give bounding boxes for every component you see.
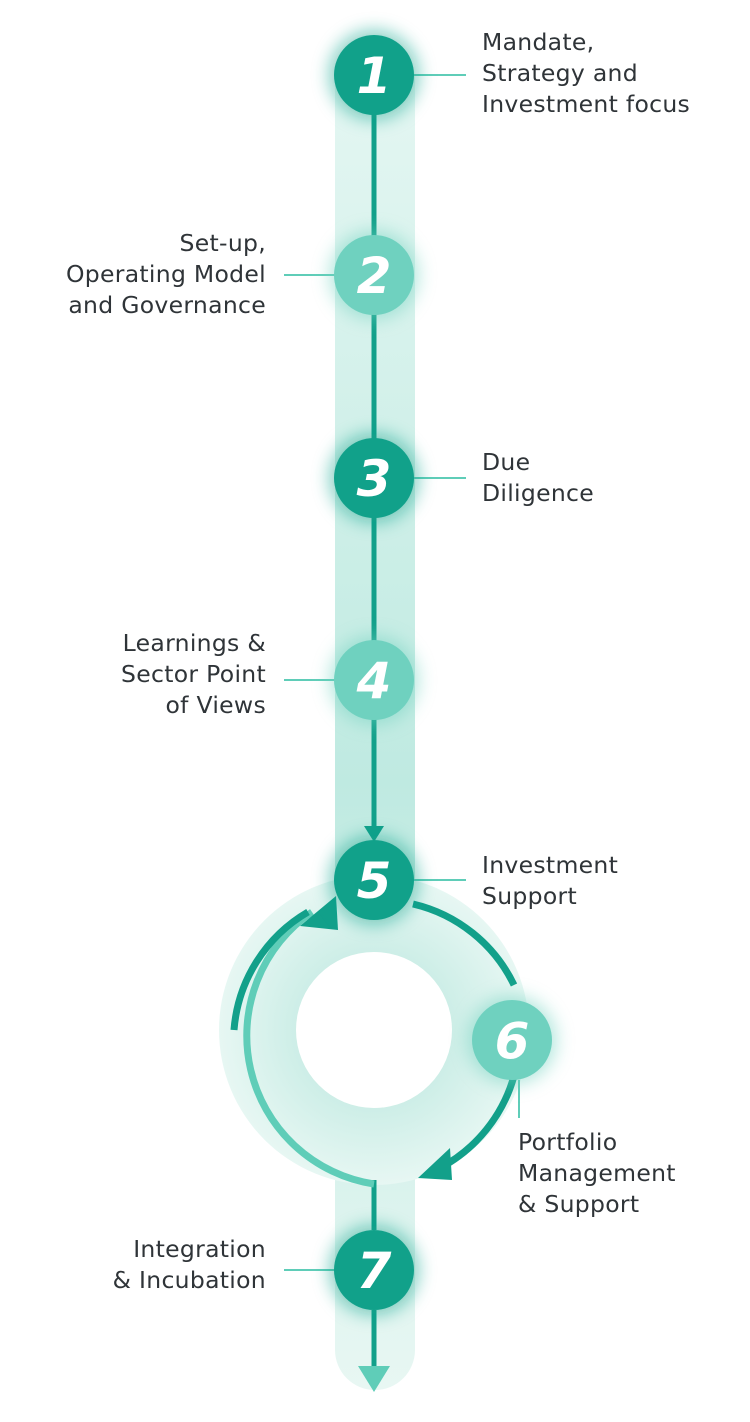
step-1-node: 1 bbox=[330, 31, 418, 119]
step-1-label-line: Investment focus bbox=[482, 90, 690, 118]
step-4-label: Learnings & Sector Point of Views bbox=[121, 629, 266, 719]
step-3-label-line: Due bbox=[482, 448, 530, 476]
connectors bbox=[284, 74, 520, 1271]
step-6-node: 6 bbox=[468, 996, 556, 1084]
step-2-node: 2 bbox=[330, 231, 418, 319]
step-6-label-line: Management bbox=[518, 1159, 676, 1187]
step-5-label-line: Support bbox=[482, 882, 577, 910]
step-1-label-line: Strategy and bbox=[482, 59, 638, 87]
step-2-number: 2 bbox=[357, 247, 392, 305]
step-5-number: 5 bbox=[357, 852, 392, 910]
step-4-circle bbox=[334, 640, 414, 720]
step-5-label-line: Investment bbox=[482, 851, 618, 879]
step-7-label-line: & Incubation bbox=[113, 1266, 266, 1294]
step-2-label-line: Set-up, bbox=[180, 229, 266, 257]
step-7-node: 7 bbox=[330, 1226, 418, 1314]
arrow-end bbox=[358, 1366, 390, 1392]
step-7-circle bbox=[334, 1230, 414, 1310]
loop-cycle bbox=[230, 896, 518, 1188]
step-2-label-line: Operating Model bbox=[66, 260, 266, 288]
step-4-number: 4 bbox=[356, 652, 392, 710]
step-4-node: 4 bbox=[330, 636, 418, 724]
step-1-circle bbox=[334, 35, 414, 115]
step-5-circle bbox=[334, 840, 414, 920]
step-4-label-line: Learnings & bbox=[123, 629, 266, 657]
step-4-label-line: Sector Point bbox=[121, 660, 266, 688]
step-1-label-line: Mandate, bbox=[482, 28, 594, 56]
arrow-loop-bottom bbox=[418, 1148, 452, 1180]
step-6-label-line: Portfolio bbox=[518, 1128, 617, 1156]
step-6-number: 6 bbox=[495, 1012, 530, 1070]
step-6-label-line: & Support bbox=[518, 1190, 639, 1218]
steps: 1 2 3 4 5 6 7 bbox=[330, 31, 556, 1314]
step-3-node: 3 bbox=[330, 434, 418, 522]
step-2-circle bbox=[334, 235, 414, 315]
flow-line bbox=[358, 110, 390, 1392]
step-7-number: 7 bbox=[357, 1242, 392, 1300]
arrow-loop-top bbox=[300, 896, 338, 930]
step-3-circle bbox=[334, 438, 414, 518]
step-6-circle bbox=[472, 1000, 552, 1080]
step-3-number: 3 bbox=[357, 450, 392, 508]
step-1-number: 1 bbox=[357, 47, 392, 105]
step-2-label: Set-up, Operating Model and Governance bbox=[66, 229, 266, 319]
step-7-label-line: Integration bbox=[133, 1235, 266, 1263]
step-7-label: Integration & Incubation bbox=[113, 1235, 266, 1294]
arrow-to-step-5 bbox=[364, 826, 384, 842]
step-2-label-line: and Governance bbox=[68, 291, 266, 319]
step-4-label-line: of Views bbox=[165, 691, 266, 719]
step-5-node: 5 bbox=[330, 836, 418, 924]
step-3-label-line: Diligence bbox=[482, 479, 594, 507]
